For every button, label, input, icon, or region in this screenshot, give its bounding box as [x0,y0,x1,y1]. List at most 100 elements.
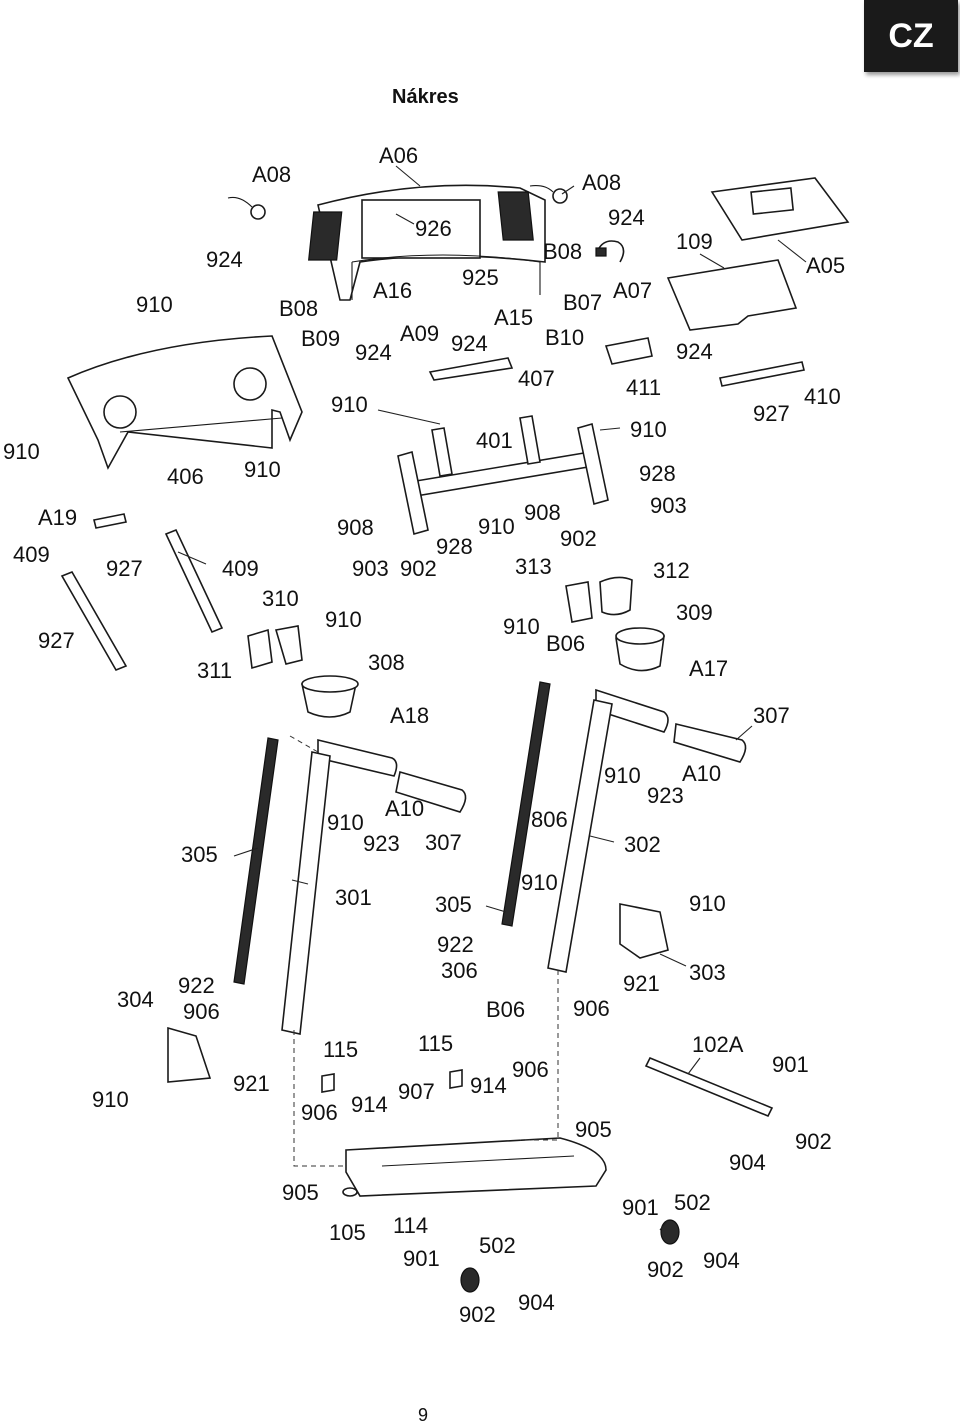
label-a06: A06 [379,143,418,168]
label-901-a: 901 [772,1052,809,1077]
label-301: 301 [335,885,372,910]
label-309: 309 [676,600,713,625]
label-910-c: 910 [244,457,281,482]
label-a16: A16 [373,278,412,303]
handrail-right [595,688,747,763]
upright-right-302 [547,699,613,973]
label-921-a: 921 [623,971,660,996]
label-a09: A09 [400,321,439,346]
part-407 [428,357,514,381]
label-906-a: 906 [183,999,220,1024]
label-903-b: 903 [352,556,389,581]
label-407: 407 [518,366,555,391]
label-a08-left: A08 [252,162,291,187]
label-a10-a: A10 [682,761,721,786]
label-904-b: 904 [703,1248,740,1273]
label-a10-b: A10 [385,796,424,821]
label-910-a: 910 [136,292,173,317]
label-806: 806 [531,807,568,832]
label-910-h: 910 [503,614,540,639]
label-310: 310 [262,586,299,611]
label-921-b: 921 [233,1071,270,1096]
label-b06-b: B06 [486,997,525,1022]
label-924-c: 924 [355,340,392,365]
label-305-a: 305 [181,842,218,867]
wheel-right-502 [660,1219,680,1245]
label-928-b: 928 [436,534,473,559]
label-308: 308 [368,650,405,675]
label-409-a: 409 [13,542,50,567]
language-badge: CZ [864,0,958,72]
label-b07: B07 [563,290,602,315]
label-906-b: 906 [573,996,610,1021]
part-310 [274,625,303,665]
label-908-b: 908 [524,500,561,525]
label-927-a: 927 [753,401,790,426]
label-a18: A18 [390,703,429,728]
label-905-a: 905 [575,1117,612,1142]
label-910-d: 910 [331,392,368,417]
label-105: 105 [329,1220,366,1245]
upper-frame-401 [397,415,609,536]
a19-bracket [93,513,127,529]
label-910-m: 910 [92,1087,129,1112]
label-a05: A05 [806,253,845,278]
label-b06-a: B06 [546,631,585,656]
label-307-a: 307 [753,703,790,728]
label-313: 313 [515,554,552,579]
label-914-a: 914 [351,1092,388,1117]
label-a08-right: A08 [582,170,621,195]
label-102a: 102A [692,1032,744,1057]
label-a19: A19 [38,505,77,530]
label-a15: A15 [494,305,533,330]
label-910-g: 910 [325,607,362,632]
upright-strip-left-305 [233,737,279,985]
foot-105 [342,1187,358,1197]
label-922-b: 922 [178,973,215,998]
label-904-c: 904 [518,1290,555,1315]
label-910-f: 910 [478,514,515,539]
label-910-e: 910 [630,417,667,442]
cup-holder-308 [301,675,359,718]
label-906-d: 906 [301,1100,338,1125]
handlebar-cover-406 [66,335,303,470]
upright-left-301 [281,751,331,1035]
label-114: 114 [393,1213,428,1238]
label-b10: B10 [545,325,584,350]
label-312: 312 [653,558,690,583]
side-strip-409-left [60,570,128,672]
safety-key [595,240,625,263]
label-902-b: 902 [400,556,437,581]
label-910-b: 910 [3,439,40,464]
console-housing [308,184,546,301]
label-a07: A07 [613,278,652,303]
label-905-b: 905 [282,1180,319,1205]
label-922-a: 922 [437,932,474,957]
console-overlay [666,177,850,331]
label-401: 401 [476,428,513,453]
label-923-b: 923 [363,831,400,856]
upright-strip-right-305 [501,681,551,927]
label-910-i: 910 [604,763,641,788]
bracket-411 [604,337,653,365]
label-901-c: 901 [403,1246,440,1271]
label-902-e: 902 [459,1302,496,1327]
label-901-b: 901 [622,1195,659,1220]
page-number: 9 [418,1405,429,1425]
label-411: 411 [626,375,661,400]
label-904-a: 904 [729,1150,766,1175]
page-title: Nákres [392,86,459,108]
label-502-a: 502 [674,1190,711,1215]
label-b09: B09 [301,326,340,351]
base-cover-304 [167,1026,212,1083]
label-305-b: 305 [435,892,472,917]
label-914-b: 914 [470,1073,507,1098]
label-902-c: 902 [795,1129,832,1154]
label-b08-left: B08 [279,296,318,321]
label-902-d: 902 [647,1257,684,1282]
label-b08-right: B08 [543,239,582,264]
base-cover-303 [619,903,669,959]
label-303: 303 [689,960,726,985]
label-409-b: 409 [222,556,259,581]
